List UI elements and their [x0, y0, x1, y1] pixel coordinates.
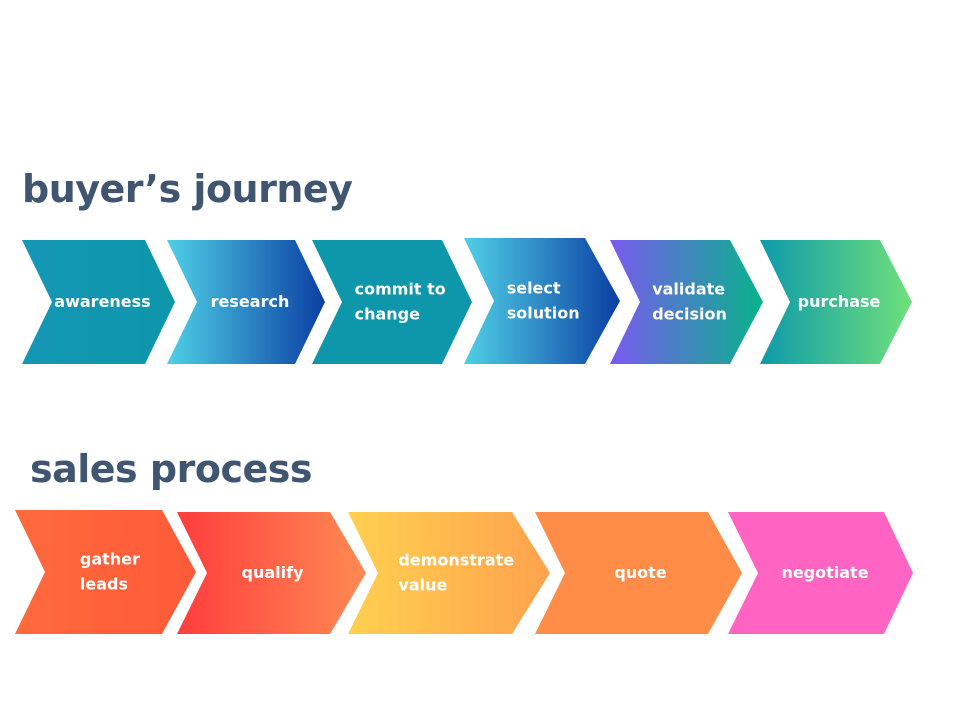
step-label: value	[398, 576, 447, 595]
step-label: leads	[80, 575, 128, 594]
chevron-shape	[348, 512, 550, 634]
step-quote: quote	[535, 512, 742, 634]
step-validate-decision: validate decision	[610, 240, 763, 364]
sales-process-row: gather leads qualify demonstrate value quote n…	[15, 510, 913, 634]
step-commit-to-change: commit to change	[312, 240, 472, 364]
step-purchase: purchase	[760, 240, 912, 364]
chevron-shape	[610, 240, 763, 364]
step-label: select	[507, 279, 561, 298]
step-label: quote	[614, 563, 666, 582]
chevron-shape	[177, 512, 366, 634]
step-label: negotiate	[781, 563, 868, 582]
buyers-journey-row: awareness research commit to change select so…	[22, 238, 912, 364]
chevron-shape	[728, 512, 913, 634]
step-awareness: awareness	[22, 240, 175, 364]
step-label: demonstrate	[398, 551, 514, 570]
chevron-shape	[15, 510, 196, 634]
chevron-shape	[312, 240, 472, 364]
step-label: qualify	[242, 563, 305, 582]
step-demonstrate-value: demonstrate value	[348, 512, 550, 634]
step-label: validate	[652, 280, 725, 299]
chevron-shape	[464, 238, 620, 364]
step-label: solution	[507, 304, 580, 323]
step-gather-leads: gather leads	[15, 510, 196, 634]
chevron-shape	[535, 512, 742, 634]
chevron-shape	[167, 240, 325, 364]
step-research: research	[167, 240, 325, 364]
chevron-shape	[760, 240, 912, 364]
step-label: awareness	[54, 292, 150, 311]
step-negotiate: negotiate	[728, 512, 913, 634]
step-label: decision	[652, 305, 727, 324]
buyers-journey-title: buyer’s journey	[22, 167, 353, 211]
sales-process-title: sales process	[30, 447, 313, 491]
step-label: research	[211, 292, 290, 311]
step-label: purchase	[798, 292, 881, 311]
step-qualify: qualify	[177, 512, 366, 634]
chevron-shape	[22, 240, 175, 364]
step-label: change	[355, 305, 421, 324]
step-select-solution: select solution	[464, 238, 620, 364]
step-label: commit to	[355, 280, 446, 299]
step-label: gather	[80, 550, 140, 569]
